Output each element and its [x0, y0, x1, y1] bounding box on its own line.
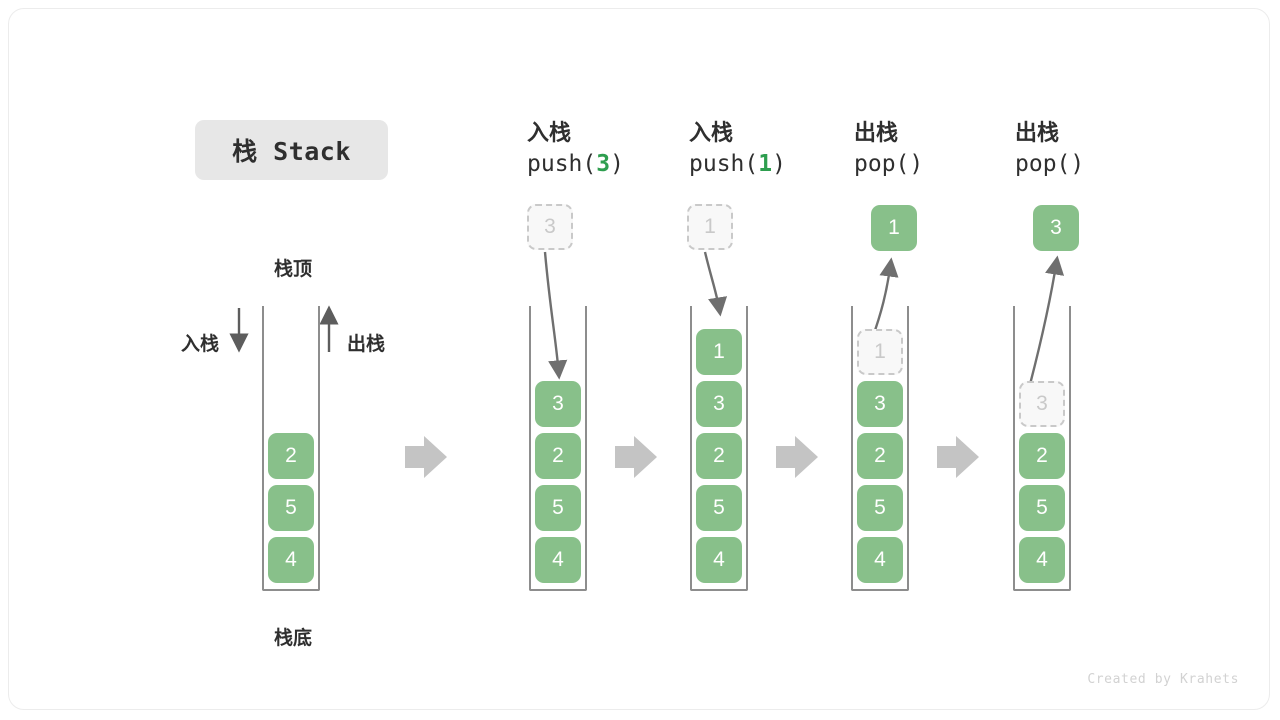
stack-rail-right — [585, 306, 587, 591]
code-prefix: push( — [527, 151, 597, 178]
stack-base-line — [851, 589, 909, 591]
stack-rail-right — [318, 306, 320, 591]
stack-base-line — [1013, 589, 1071, 591]
stack-bottom-label: 栈底 — [273, 628, 312, 649]
diagram-title-chip: 栈 Stack — [195, 120, 388, 180]
stack-cell: 2 — [857, 433, 903, 479]
code-argument: 3 — [596, 151, 611, 178]
footer-credit: Created by Krahets — [1087, 672, 1239, 687]
stack-base-line — [529, 589, 587, 591]
stack-rail-left — [262, 306, 264, 591]
operation-heading-cn: 入栈 — [527, 120, 572, 145]
stack-cell: 4 — [535, 537, 581, 583]
stack-cell: 4 — [857, 537, 903, 583]
stack-cell: 5 — [268, 485, 314, 531]
transition-arrow-2 — [615, 436, 657, 478]
stack-cell: 4 — [268, 537, 314, 583]
stack-container-pop-1 — [851, 306, 909, 591]
operation-heading-push-3: 入栈 push(3) — [527, 117, 697, 181]
stack-cell: 3 — [857, 381, 903, 427]
stack-cell: 2 — [535, 433, 581, 479]
vacated-ghost-cell: 3 — [1019, 381, 1065, 427]
stack-cell: 3 — [535, 381, 581, 427]
operation-heading-code: push(3) — [527, 148, 697, 181]
stack-rail-left — [690, 306, 692, 591]
stack-container-initial — [262, 306, 320, 591]
push-side-label: 入栈 — [181, 334, 220, 355]
code-suffix: ) — [610, 151, 624, 178]
stack-rail-left — [1013, 306, 1015, 591]
operation-heading-code: push(1) — [689, 148, 859, 181]
stack-rail-right — [907, 306, 909, 591]
stack-container-pop-3 — [1013, 306, 1071, 591]
stack-cell: 5 — [696, 485, 742, 531]
stack-container-push-1 — [690, 306, 748, 591]
operation-heading-code: pop() — [1015, 148, 1185, 181]
operation-heading-pop-3: 出栈 pop() — [1015, 117, 1185, 181]
operation-heading-pop-1: 出栈 pop() — [854, 117, 1024, 181]
stack-base-line — [690, 589, 748, 591]
code-prefix: pop( — [854, 151, 910, 178]
stack-cell: 5 — [857, 485, 903, 531]
operation-heading-cn: 出栈 — [1015, 120, 1060, 145]
stack-rail-right — [1069, 306, 1071, 591]
push-motion-arrow-1 — [703, 251, 728, 317]
stack-cell: 3 — [696, 381, 742, 427]
operation-heading-cn: 入栈 — [689, 120, 734, 145]
diagram-canvas: 栈 Stack — [8, 8, 1270, 710]
operation-heading-code: pop() — [854, 148, 1024, 181]
stack-rail-right — [746, 306, 748, 591]
stack-cell: 5 — [535, 485, 581, 531]
stack-cell: 2 — [268, 433, 314, 479]
stack-cell: 5 — [1019, 485, 1065, 531]
operation-heading-cn: 出栈 — [854, 120, 899, 145]
transition-arrow-1 — [405, 436, 447, 478]
arrow-overlay — [229, 251, 1065, 478]
transition-arrow-3 — [776, 436, 818, 478]
code-suffix: ) — [909, 151, 924, 178]
stack-cell: 4 — [1019, 537, 1065, 583]
operation-heading-push-1: 入栈 push(1) — [689, 117, 859, 181]
code-suffix: ) — [1070, 151, 1085, 178]
stack-cell: 1 — [696, 329, 742, 375]
stack-base-line — [262, 589, 320, 591]
pop-side-label: 出栈 — [347, 334, 386, 355]
page-title: 栈 Stack — [232, 137, 351, 166]
stack-container-push-3 — [529, 306, 587, 591]
code-prefix: push( — [689, 151, 759, 178]
vacated-ghost-cell: 1 — [857, 329, 903, 375]
code-suffix: ) — [772, 151, 786, 178]
stack-cell: 2 — [696, 433, 742, 479]
transition-arrow-4 — [937, 436, 979, 478]
stack-top-label: 栈顶 — [273, 259, 312, 280]
stack-cell: 4 — [696, 537, 742, 583]
popped-cell: 1 — [871, 205, 917, 251]
stack-cell: 2 — [1019, 433, 1065, 479]
code-argument: 1 — [758, 151, 773, 178]
popped-cell: 3 — [1033, 205, 1079, 251]
incoming-ghost-cell: 1 — [687, 204, 733, 250]
incoming-ghost-cell: 3 — [527, 204, 573, 250]
stack-rail-left — [529, 306, 531, 591]
code-prefix: pop( — [1015, 151, 1071, 178]
stack-rail-left — [851, 306, 853, 591]
